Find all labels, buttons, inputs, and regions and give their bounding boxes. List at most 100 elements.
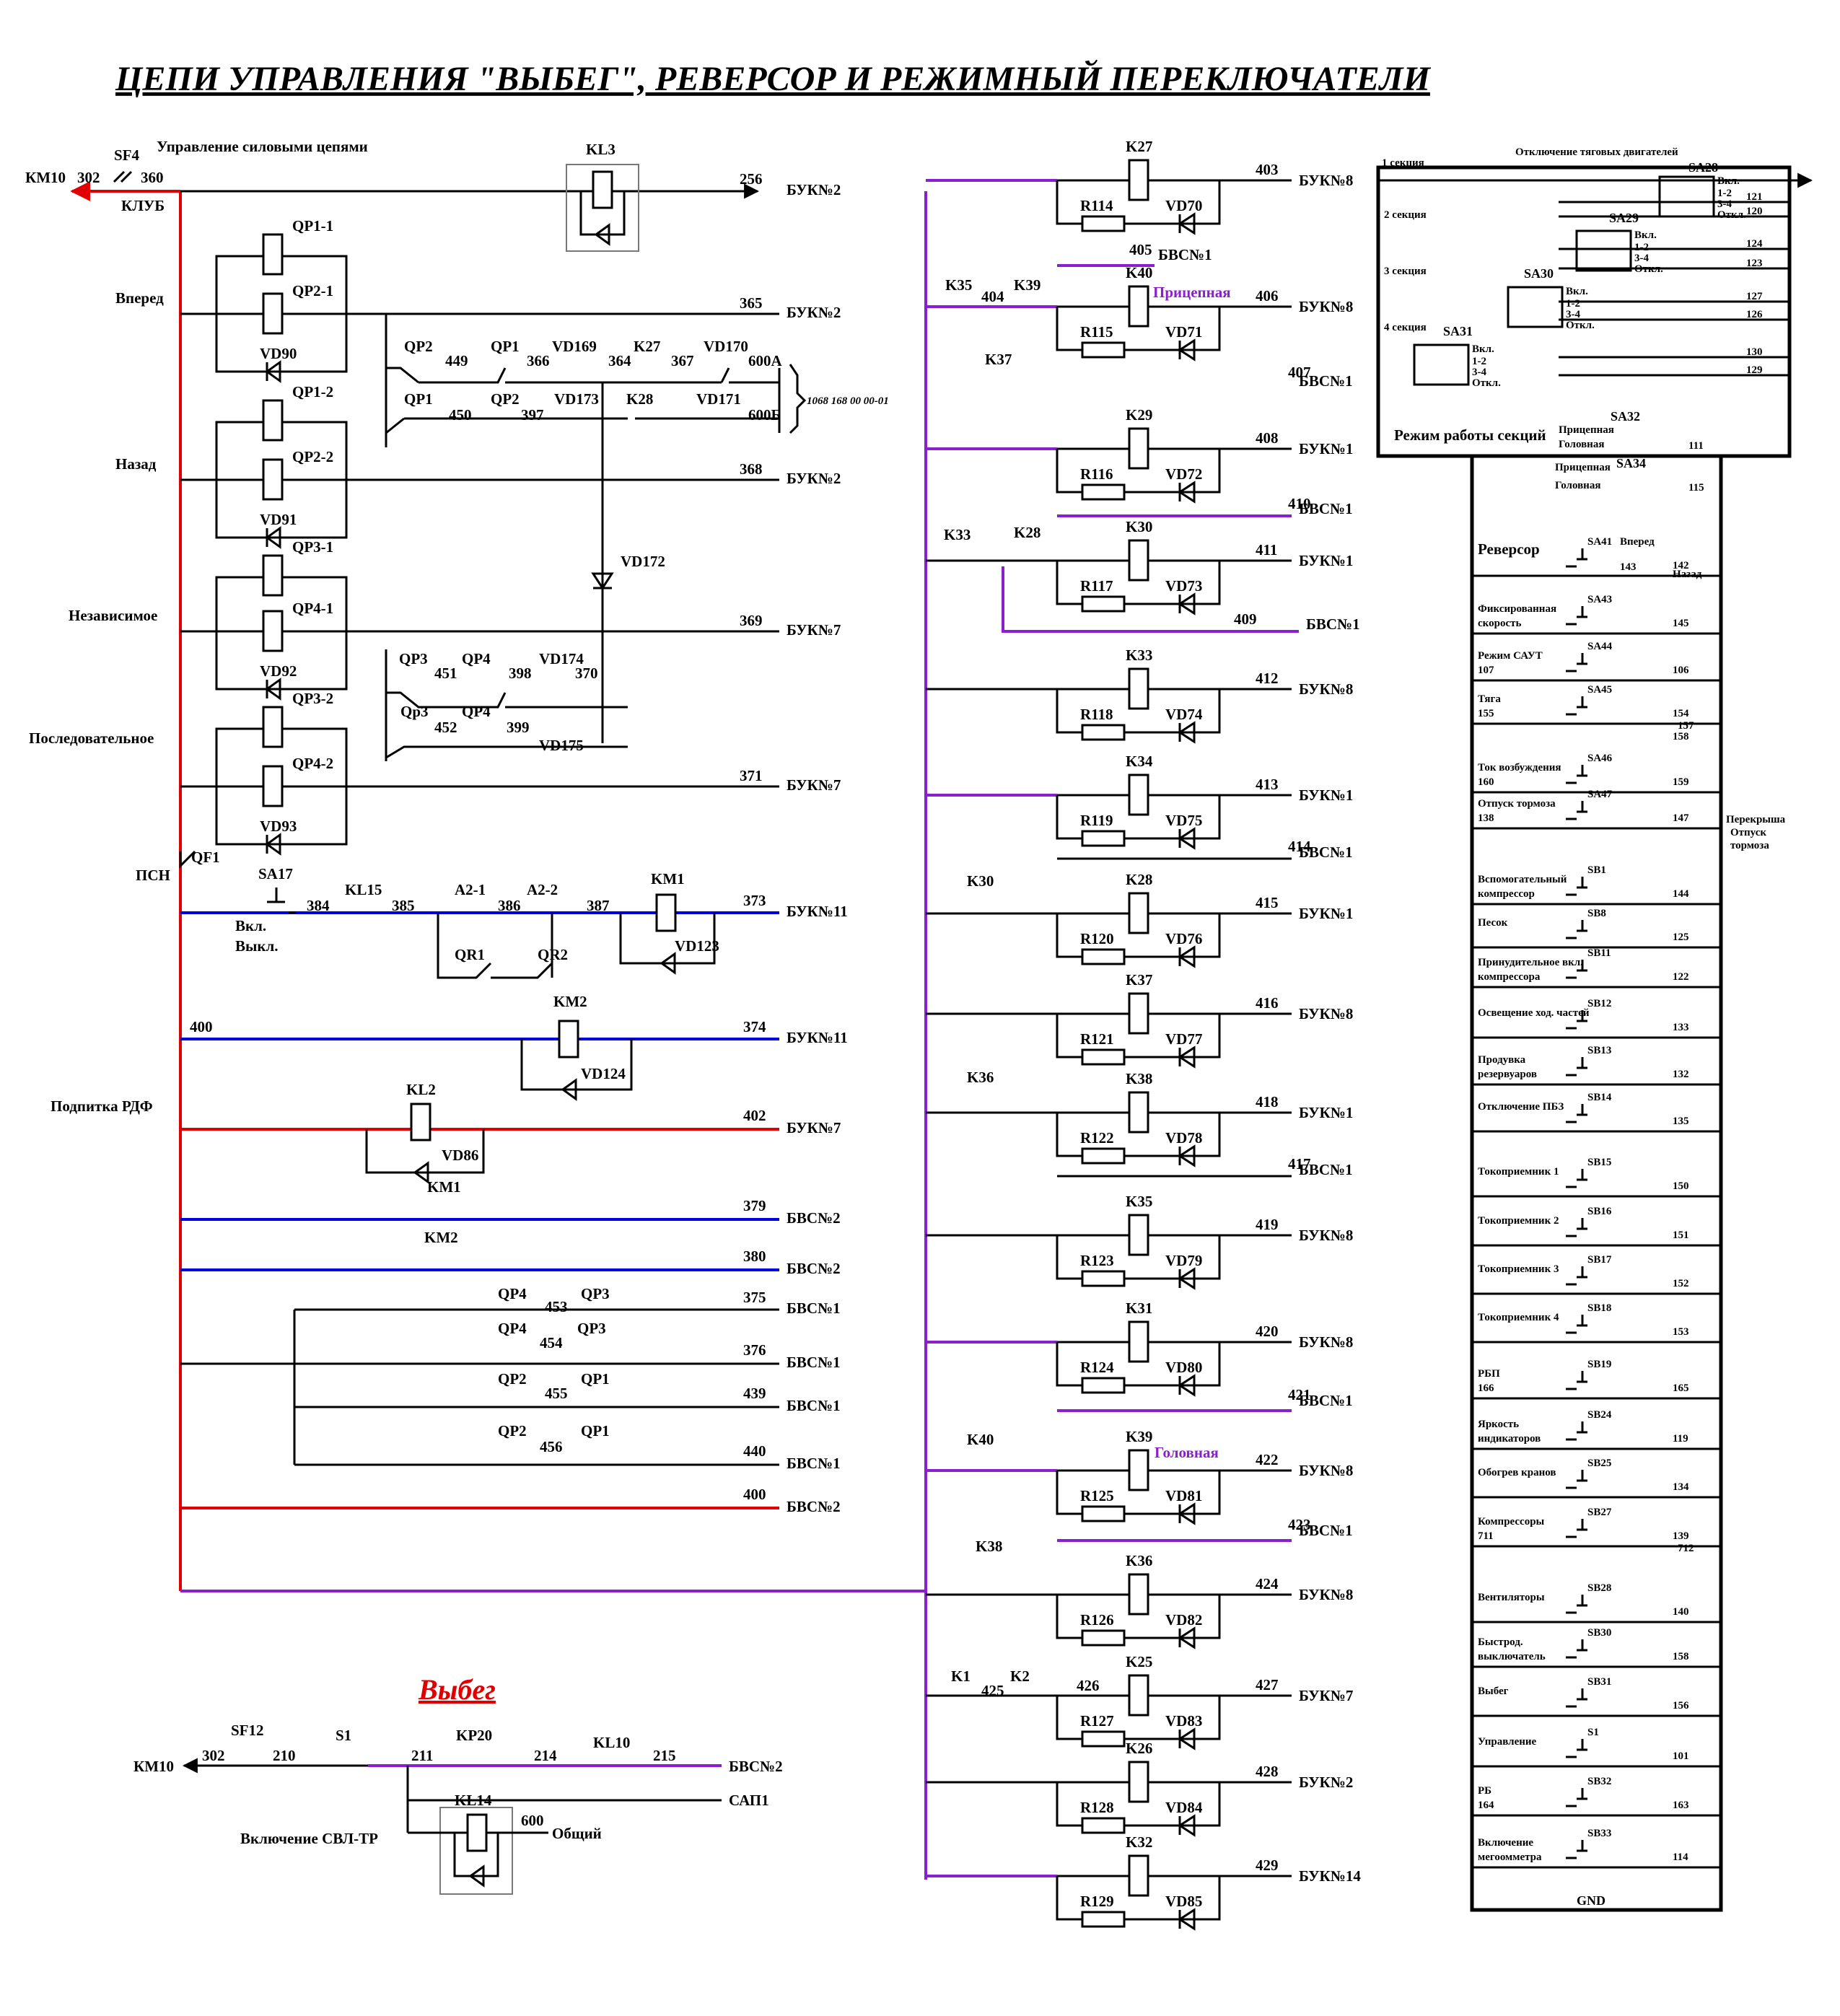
label-k38: K38 [976, 1538, 1002, 1555]
label-perekr: Перекрыша [1726, 814, 1786, 825]
label-s1: S1 [336, 1727, 351, 1744]
label-dest-418: БУК№1 [1299, 1104, 1353, 1121]
label-w413: 413 [1256, 776, 1279, 793]
label-w409: 409 [1234, 610, 1257, 628]
resistor-R117-icon [1081, 595, 1126, 613]
label-vd175: VD175 [539, 737, 584, 754]
label-row-bv1: Быстрод. [1478, 1636, 1523, 1648]
label-R126: R126 [1080, 1611, 1114, 1629]
label-sb18: SB18 [1587, 1302, 1611, 1314]
label-row-extra-w711: 711 [1478, 1530, 1494, 1542]
kl14-diode-icon [408, 1831, 548, 1888]
label-w421: 421 [1288, 1386, 1311, 1403]
switch-sb17-icon [1566, 1266, 1587, 1286]
label-w423: 423 [1288, 1516, 1311, 1533]
kl2-coil-icon [410, 1103, 431, 1141]
label-dest-413: БУК№1 [1299, 786, 1353, 804]
label-vd90: VD90 [260, 345, 297, 362]
label-VD77: VD77 [1165, 1030, 1202, 1048]
relay-K25-coil-icon [1128, 1674, 1149, 1717]
label-R125: R125 [1080, 1487, 1114, 1504]
label-w376: 376 [743, 1341, 766, 1359]
label-qp4_2: QP4-2 [292, 755, 333, 772]
label-c-qp4b: QP4 [462, 703, 491, 720]
label-b-qp2: QP2 [498, 1370, 527, 1388]
label-sa31-vkl: Вкл. [1472, 343, 1494, 355]
label-VD72: VD72 [1165, 465, 1202, 483]
label-K25: K25 [1126, 1653, 1152, 1670]
vd123-diode-icon [619, 913, 716, 975]
label-dest-424: БУК№8 [1299, 1586, 1353, 1603]
label-dest-416: БУК№8 [1299, 1005, 1353, 1022]
label-K30: K30 [1126, 518, 1152, 535]
label-VD74: VD74 [1165, 706, 1203, 723]
label-sb31: SB31 [1587, 1676, 1611, 1688]
label-w408: 408 [1256, 429, 1279, 447]
label-w111: 111 [1688, 440, 1704, 452]
label-qp1_1: QP1-1 [292, 217, 333, 235]
label-vd91: VD91 [260, 511, 297, 528]
label-sb14: SB14 [1587, 1092, 1612, 1103]
vd86-diode-icon [365, 1129, 485, 1184]
label-bvs1-421: БВС№1 [1299, 1392, 1353, 1409]
label-w121: 121 [1746, 191, 1763, 203]
label-w407: 407 [1288, 364, 1311, 381]
group-vpered-coil-b-icon [262, 292, 284, 335]
label-sb25: SB25 [1587, 1458, 1611, 1469]
label-w418: 418 [1256, 1093, 1279, 1110]
bracket-icon [789, 364, 807, 434]
label-row-uprav: Управление [1478, 1736, 1537, 1748]
label-VD85: VD85 [1165, 1893, 1202, 1910]
label-posled: Последовательное [29, 729, 154, 747]
label-qr1: QR1 [455, 946, 485, 963]
label-row-extra-kompr: компрессор [1478, 888, 1535, 900]
label-w369: 369 [740, 612, 763, 629]
relay-K40-coil-icon [1128, 285, 1149, 328]
label-bvs1-410: БВС№1 [1299, 500, 1353, 517]
qr-bypass-wire [437, 913, 553, 979]
relay-K31-wire [1056, 1341, 1292, 1387]
label-k33: K33 [944, 526, 971, 543]
page-title: ЦЕПИ УПРАВЛЕНИЯ "ВЫБЕГ", РЕВЕРСОР И РЕЖИ… [115, 58, 1432, 98]
relay-K29-coil-icon [1128, 427, 1149, 470]
label-b-qp4: QP4 [498, 1285, 527, 1302]
resistor-R128-icon [1081, 1817, 1126, 1834]
label-kl3: KL3 [586, 141, 615, 158]
label-sa29: SA29 [1609, 211, 1639, 225]
label-sa31: SA31 [1443, 324, 1473, 338]
label-sa34: SA34 [1616, 456, 1646, 470]
label-bvs1-d: БВС№1 [787, 1455, 841, 1472]
label-c-qp1b: QP1 [404, 390, 433, 408]
label-w145: 145 [1673, 618, 1689, 629]
label-w453: 453 [545, 1298, 568, 1315]
label-golov-r2: Головная [1555, 480, 1600, 491]
label-sa44: SA44 [1587, 641, 1613, 652]
label-w130: 130 [1746, 346, 1763, 358]
label-golov-r: Головная [1559, 439, 1604, 450]
label-K34: K34 [1126, 753, 1153, 770]
label-sb11: SB11 [1587, 947, 1611, 959]
label-k28: K28 [1014, 524, 1041, 541]
label-sa29-vkl: Вкл. [1634, 229, 1657, 241]
label-R115: R115 [1080, 323, 1113, 341]
label-b-qp4b: QP4 [498, 1320, 527, 1337]
label-row-tp4: Токоприемник 4 [1478, 1312, 1559, 1323]
label-w379: 379 [743, 1197, 766, 1214]
label-buk2_c: БУК№2 [787, 470, 841, 487]
switch-sb15-icon [1566, 1169, 1587, 1188]
kl3-enclosure [566, 164, 639, 252]
label-w440: 440 [743, 1442, 766, 1460]
relay-K26-wire [1056, 1781, 1292, 1827]
diode-VD74-icon [1178, 721, 1196, 744]
label-dest-422: БУК№8 [1299, 1462, 1353, 1479]
km1-coil-icon [655, 893, 677, 932]
label-w133: 133 [1673, 1022, 1689, 1033]
label-w153: 153 [1673, 1326, 1689, 1338]
label-w425: 425 [981, 1682, 1004, 1699]
label-dest-427: БУК№7 [1299, 1687, 1353, 1704]
label-vd172: VD172 [621, 553, 665, 570]
label-K27: K27 [1126, 138, 1152, 155]
label-vd169: VD169 [552, 338, 597, 355]
label-w123: 123 [1746, 258, 1763, 269]
resistor-R115-icon [1081, 341, 1126, 359]
